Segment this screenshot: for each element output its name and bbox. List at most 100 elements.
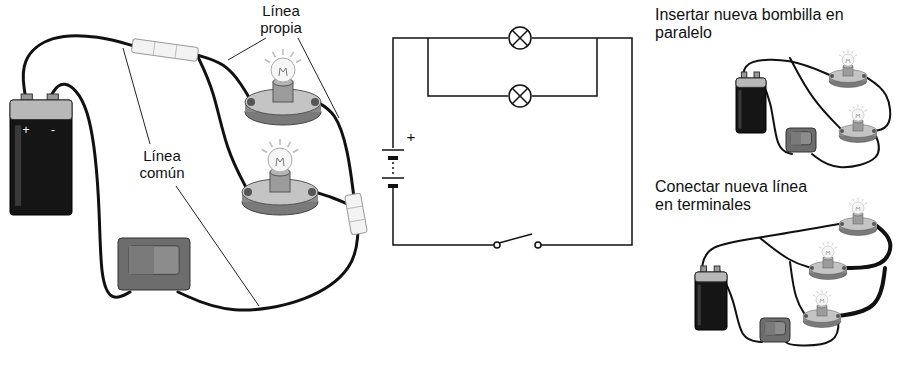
connector-ring — [347, 206, 363, 209]
bulb-filament — [856, 207, 860, 211]
light-bulb — [803, 290, 841, 328]
wire-label: Línea común — [128, 147, 196, 182]
leader-line — [298, 38, 339, 118]
battery-9v — [736, 72, 766, 133]
schematic-wire — [532, 38, 632, 245]
light-ray — [819, 247, 822, 249]
wire — [702, 224, 839, 268]
light-ray — [843, 51, 845, 54]
bulb-filament — [846, 59, 850, 63]
label-slot: - — [46, 124, 60, 138]
terminal-screw — [804, 314, 808, 318]
light-ray — [291, 52, 294, 57]
battery-body — [736, 78, 766, 133]
wire — [197, 55, 248, 191]
schematic-wire — [393, 188, 494, 245]
rocker-switch — [760, 318, 790, 342]
battery-9v — [10, 94, 72, 215]
terminal-screw — [308, 188, 316, 196]
bulb-glass — [816, 294, 828, 306]
light-ray — [823, 243, 825, 246]
light-ray — [834, 247, 837, 249]
bulb-filament — [856, 114, 860, 118]
wire — [197, 55, 251, 101]
label-slot: + — [404, 128, 418, 145]
light-ray — [848, 50, 849, 53]
light-ray — [849, 203, 852, 205]
terminal-screw — [840, 129, 844, 133]
switch-contact — [535, 242, 541, 248]
light-ray — [270, 142, 273, 147]
switch-body — [786, 128, 816, 152]
light-ray — [828, 242, 829, 245]
switch-rocker — [765, 322, 786, 335]
light-ray — [864, 110, 867, 112]
battery-shine — [15, 125, 21, 206]
label-slot: Conectar nueva línea en terminales — [655, 178, 827, 215]
terminal-screw — [244, 188, 252, 196]
bulb-glass — [268, 148, 292, 172]
wire — [315, 101, 354, 198]
light-bulb — [829, 50, 867, 88]
battery-plate-short — [388, 184, 398, 188]
terminal-screw — [810, 266, 814, 270]
connector-ring — [175, 45, 177, 59]
bulb-filament — [279, 68, 287, 76]
light-ray — [273, 52, 276, 57]
light-ray — [849, 110, 852, 112]
battery-dashes — [392, 162, 394, 176]
battery-plate-short — [388, 156, 398, 160]
battery-cap — [10, 100, 72, 120]
rocker-switch — [786, 128, 816, 152]
battery-shine — [738, 90, 741, 129]
battery-body — [695, 272, 727, 330]
leader-line — [228, 38, 266, 60]
connector-ring — [153, 42, 155, 56]
light-ray — [839, 55, 842, 57]
switch-body — [760, 318, 790, 342]
wire — [790, 262, 806, 316]
bulb-glass — [852, 109, 864, 121]
bulb-filament — [820, 299, 824, 303]
wire — [864, 76, 890, 131]
light-ray — [858, 105, 859, 108]
terminal-screw — [840, 222, 844, 226]
schematic-wire — [393, 38, 508, 148]
terminal-screw — [830, 74, 834, 78]
battery-9v — [695, 266, 727, 330]
switch-rocker-edge — [791, 132, 802, 145]
light-ray — [293, 150, 298, 153]
battery-cap — [695, 272, 727, 282]
battery-plate-long — [382, 177, 404, 179]
terminal-screw — [862, 74, 866, 78]
bulb-filament — [826, 251, 830, 255]
wire — [760, 238, 812, 268]
light-ray — [826, 291, 828, 294]
polarity-sign: + — [404, 128, 418, 145]
battery-plate-long — [382, 149, 404, 151]
light-ray — [858, 198, 859, 201]
light-ray — [265, 60, 270, 63]
terminal-screw — [836, 314, 840, 318]
terminal-screw — [311, 98, 319, 106]
switch-rocker — [129, 246, 179, 275]
bulb-glass — [822, 246, 834, 258]
bulb-glass — [852, 202, 864, 214]
inline-connector — [131, 38, 198, 61]
light-ray — [862, 199, 864, 202]
light-bulb — [809, 242, 847, 280]
battery-shine — [698, 285, 701, 326]
wire-label: Línea propia — [246, 2, 316, 37]
connector-body — [345, 193, 368, 235]
light-ray — [262, 150, 267, 153]
connector-ring — [349, 219, 365, 222]
polarity-sign: - — [46, 124, 60, 138]
terminal-screw — [842, 266, 846, 270]
wire — [790, 58, 843, 131]
circuit-schematic — [382, 27, 632, 248]
bulb-filament — [276, 158, 284, 166]
light-ray — [822, 290, 823, 293]
inline-connector — [345, 193, 368, 235]
light-ray — [854, 55, 857, 57]
